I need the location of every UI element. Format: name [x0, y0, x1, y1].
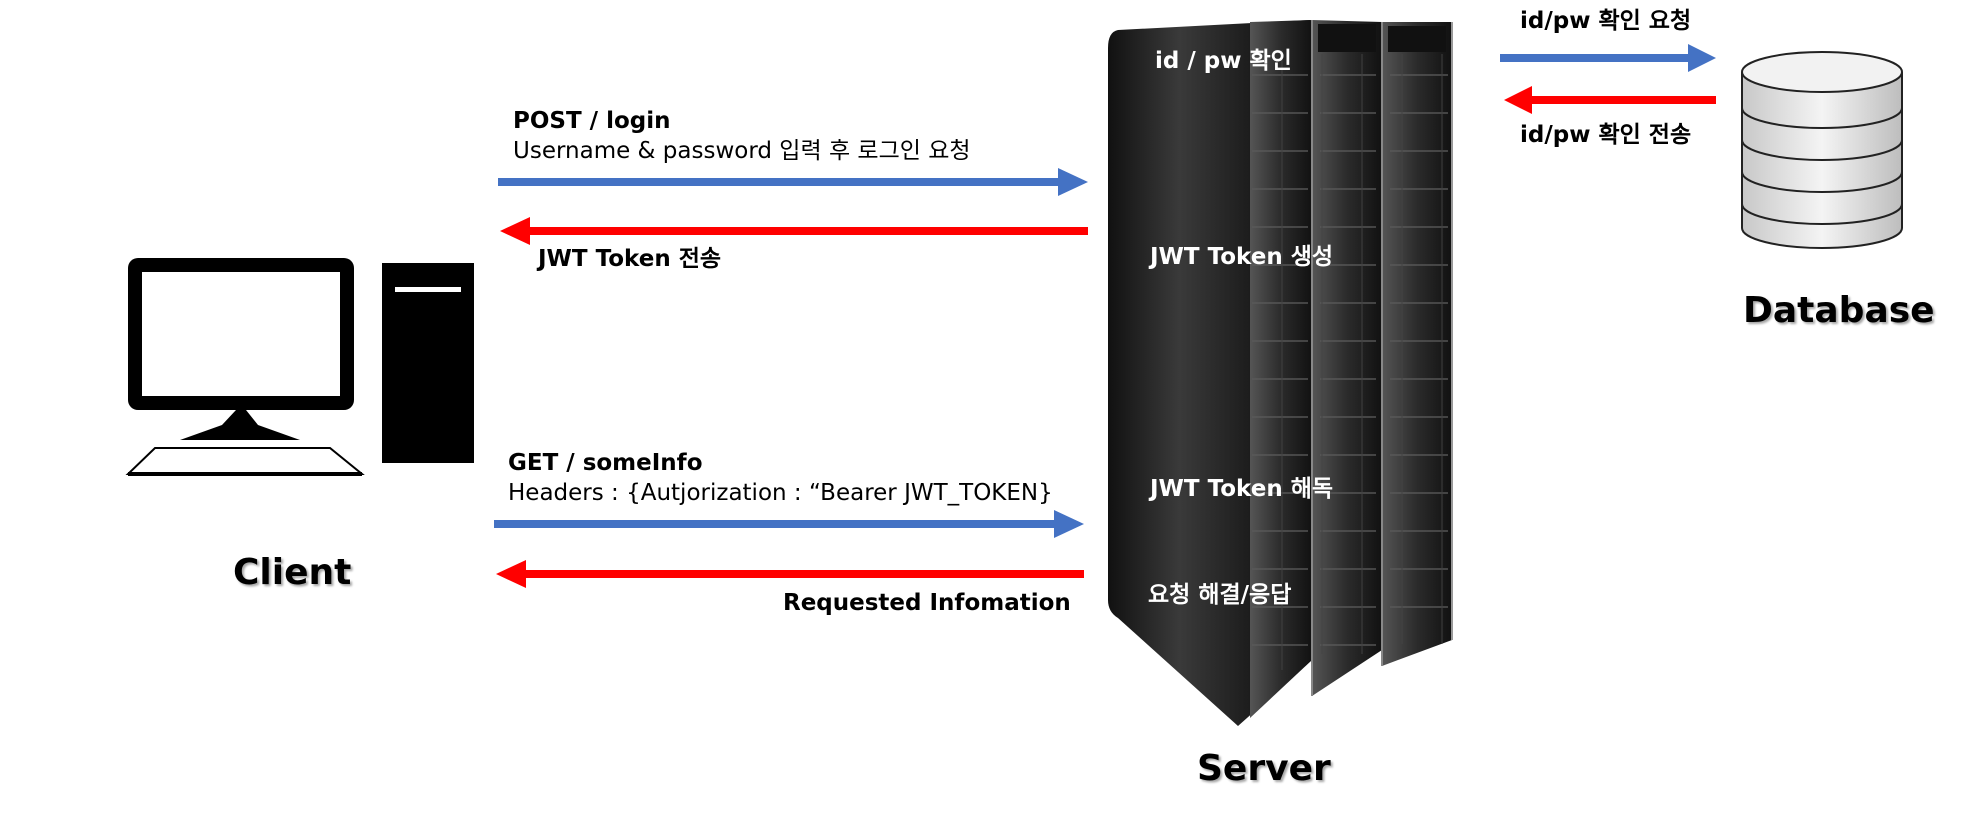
login-response-label: JWT Token 전송 [538, 246, 722, 272]
info-response-arrow [496, 560, 1084, 588]
login-request-detail: Username & password 입력 후 로그인 요청 [513, 138, 971, 164]
info-request-arrow [494, 510, 1084, 538]
client-computer-icon [125, 258, 474, 476]
token-response-arrow [500, 217, 1088, 245]
server-step-verify: id / pw 확인 [1155, 48, 1292, 74]
login-request-arrow [498, 168, 1088, 196]
db-request-label: id/pw 확인 요청 [1520, 8, 1692, 34]
database-label: Database [1743, 290, 1935, 331]
db-response-arrow [1504, 86, 1716, 114]
info-response-label: Requested Infomation [783, 590, 1071, 616]
db-request-arrow [1500, 44, 1716, 72]
server-label: Server [1197, 748, 1331, 789]
info-request-detail: Headers : {Autjorization : “Bearer JWT_T… [508, 480, 1053, 506]
server-step-generate-token: JWT Token 생성 [1150, 244, 1334, 270]
info-request-title: GET / someInfo [508, 450, 703, 476]
login-request-title: POST / login [513, 108, 671, 134]
db-response-label: id/pw 확인 전송 [1520, 122, 1692, 148]
server-step-respond: 요청 해결/응답 [1148, 582, 1292, 608]
server-rack-icon [1108, 20, 1453, 726]
client-label: Client [233, 552, 352, 593]
database-icon [1741, 51, 1903, 249]
server-step-decode-token: JWT Token 해독 [1150, 476, 1334, 502]
